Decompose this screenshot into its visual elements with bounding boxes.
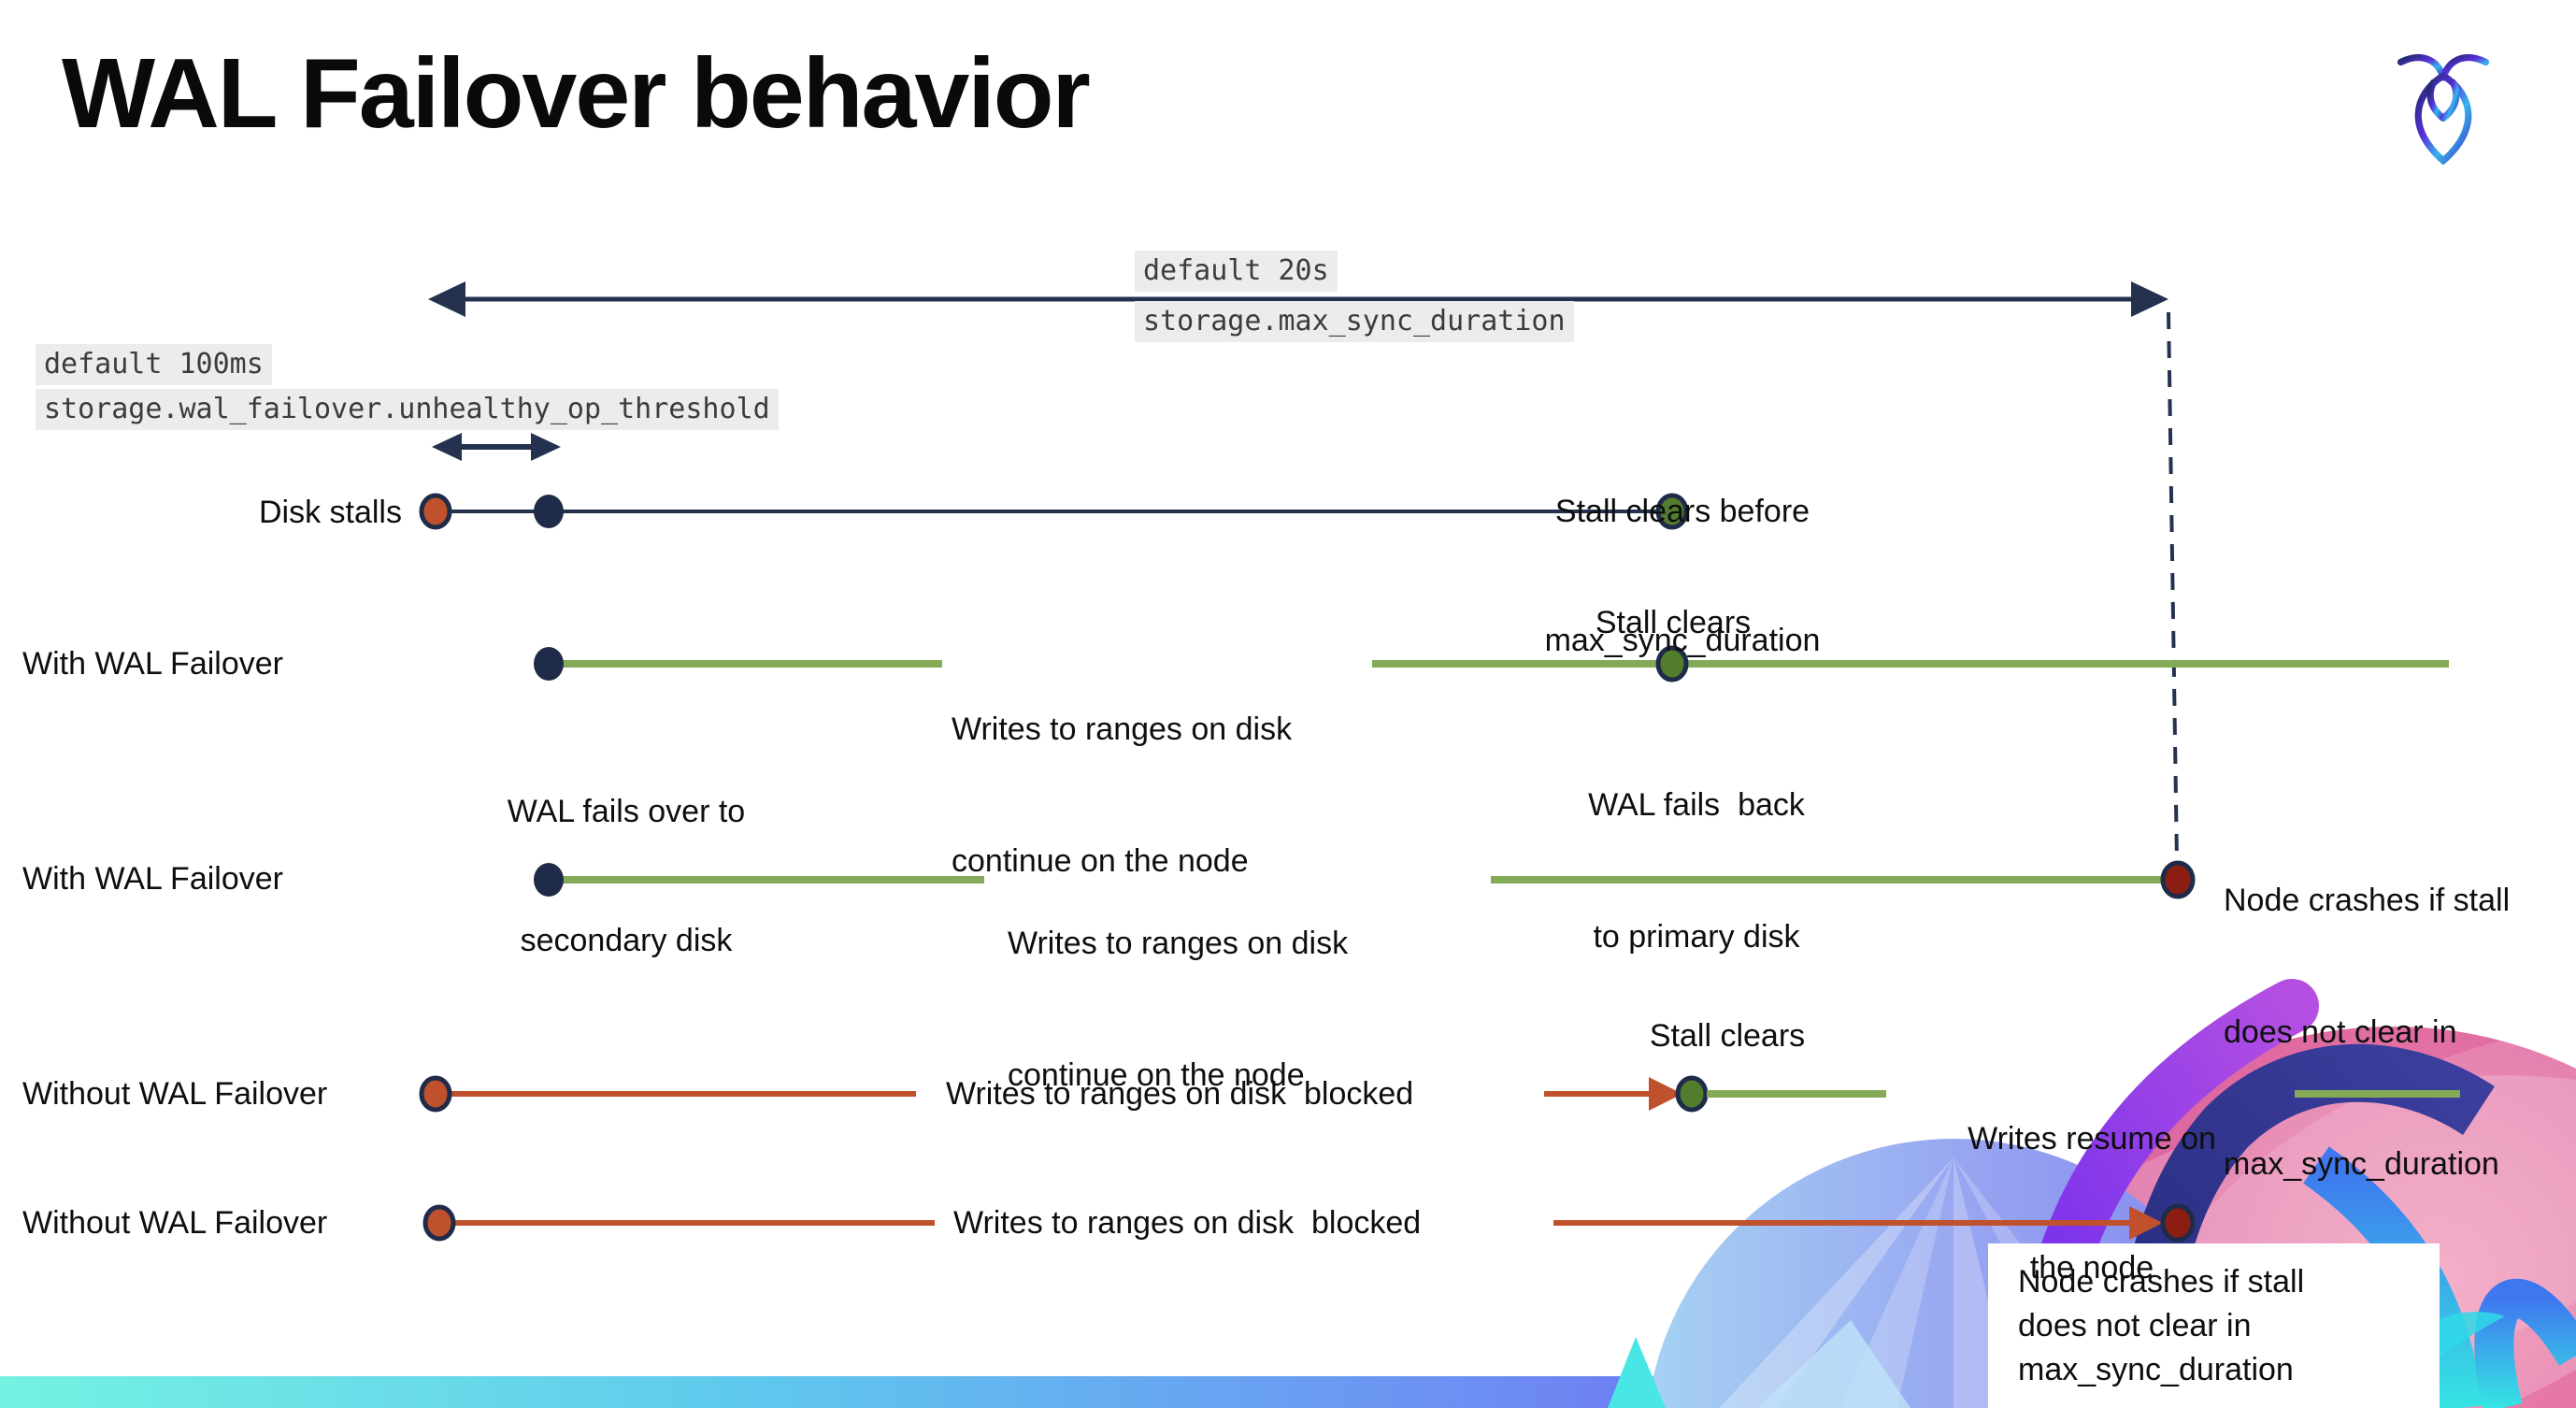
crash-note-text: Node crashes if stall does not clear in … xyxy=(2018,1260,2304,1392)
small-arrow-left-head xyxy=(432,433,462,461)
blocked-arrow-head xyxy=(2129,1206,2163,1240)
writes-continue-note-row3: Writes to ranges on disk continue on the… xyxy=(1008,834,1348,1185)
deadline-dashed-line xyxy=(2167,311,2179,863)
row-label-with-wal-failover-1: With WAL Failover xyxy=(22,646,283,682)
stall-clears-before-note: Stall clears before max_sync_duration xyxy=(1486,404,1879,748)
disk-stall-start-dot xyxy=(419,493,452,530)
wing-right xyxy=(2440,79,2460,122)
wal-fails-over-note: WAL fails over to secondary disk xyxy=(458,704,794,1048)
note-line: Writes to ranges on disk xyxy=(952,711,1293,747)
antenna-right xyxy=(2440,53,2490,81)
row-label-without-wal-failover-2: Without WAL Failover xyxy=(22,1205,328,1241)
writes-continue-note-row2: Writes to ranges on disk continue on the… xyxy=(952,620,1292,971)
row-label-with-wal-failover-2: With WAL Failover xyxy=(22,861,283,897)
note-line: max_sync_duration xyxy=(1544,623,1821,658)
node-crashes-note-row3: Node crashes if stall does not clear in … xyxy=(2224,791,2510,1274)
arrow-right-head xyxy=(2131,281,2168,317)
disk-stall-start-dot-row4 xyxy=(419,1075,452,1113)
note-line: max_sync_duration xyxy=(2224,1146,2499,1182)
body-outline xyxy=(2414,71,2472,165)
writes-blocked-note-row4: Writes to ranges on disk blocked xyxy=(946,1076,1414,1112)
cyan-arc-2 xyxy=(2474,1278,2576,1408)
writes-resume-note: Writes resume on the node xyxy=(1924,1031,2260,1375)
node-crash-dot-row3 xyxy=(2160,860,2196,899)
note-line: continue on the node xyxy=(1008,1057,1305,1093)
crash-note-box: Node crashes if stall does not clear in … xyxy=(1988,1243,2440,1408)
node-crash-dot-row5 xyxy=(2160,1203,2196,1243)
note-line: Node crashes if stall xyxy=(2224,883,2511,918)
note-line: the node xyxy=(2029,1250,2154,1286)
unhealthy-op-default-callout: default 100ms xyxy=(36,344,272,385)
stall-clears-note-row4: Stall clears xyxy=(1649,1018,1806,1054)
stall-clears-dot-row4 xyxy=(1675,1075,1709,1113)
wing-left xyxy=(2426,79,2447,122)
note-line: does not clear in xyxy=(2224,1014,2457,1050)
note-line: Stall clears before xyxy=(1554,494,1810,529)
note-line: WAL fails back xyxy=(1588,787,1805,823)
note-line: WAL fails over to xyxy=(507,794,746,829)
unhealthy-op-setting-callout: storage.wal_failover.unhealthy_op_thresh… xyxy=(36,389,779,430)
note-line: does not clear in xyxy=(2018,1308,2252,1343)
failover-dot-row3 xyxy=(534,863,564,897)
disk-stall-start-dot-row5 xyxy=(422,1204,456,1242)
antenna-left xyxy=(2397,53,2447,81)
note-line: continue on the node xyxy=(952,843,1249,879)
note-line: Writes to ranges on disk xyxy=(1008,926,1349,961)
blocked-arrow-head xyxy=(1649,1077,1682,1111)
arrow-left-head xyxy=(428,281,465,317)
note-line: secondary disk xyxy=(520,923,733,958)
failover-dot-row2 xyxy=(534,647,564,681)
note-line: Writes resume on xyxy=(1968,1121,2216,1157)
failover-threshold-dot xyxy=(534,495,564,528)
page-title: WAL Failover behavior xyxy=(62,38,1091,149)
note-line: Node crashes if stall xyxy=(2018,1264,2305,1300)
small-arrow-right-head xyxy=(531,433,561,461)
row-label-disk-stalls: Disk stalls xyxy=(258,495,402,530)
teal-triangle xyxy=(1608,1337,1666,1408)
stall-clears-dot-row2 xyxy=(1655,645,1689,682)
stall-clears-note-row2: Stall clears xyxy=(1595,605,1752,640)
cockroachdb-logo-icon xyxy=(2397,53,2490,165)
note-line: to primary disk xyxy=(1593,919,1800,955)
max-sync-default-callout: default 20s xyxy=(1135,251,1338,292)
wal-fails-back-note: WAL fails back to primary disk xyxy=(1524,696,1869,1047)
lightblue-wedge xyxy=(1757,1320,1911,1408)
row-label-without-wal-failover-1: Without WAL Failover xyxy=(22,1076,328,1112)
stall-clears-dot-row1 xyxy=(1655,493,1689,530)
writes-blocked-note-row5: Writes to ranges on disk blocked xyxy=(953,1205,1422,1241)
max-sync-setting-callout: storage.max_sync_duration xyxy=(1135,301,1574,342)
note-line: max_sync_duration xyxy=(2018,1352,2294,1387)
